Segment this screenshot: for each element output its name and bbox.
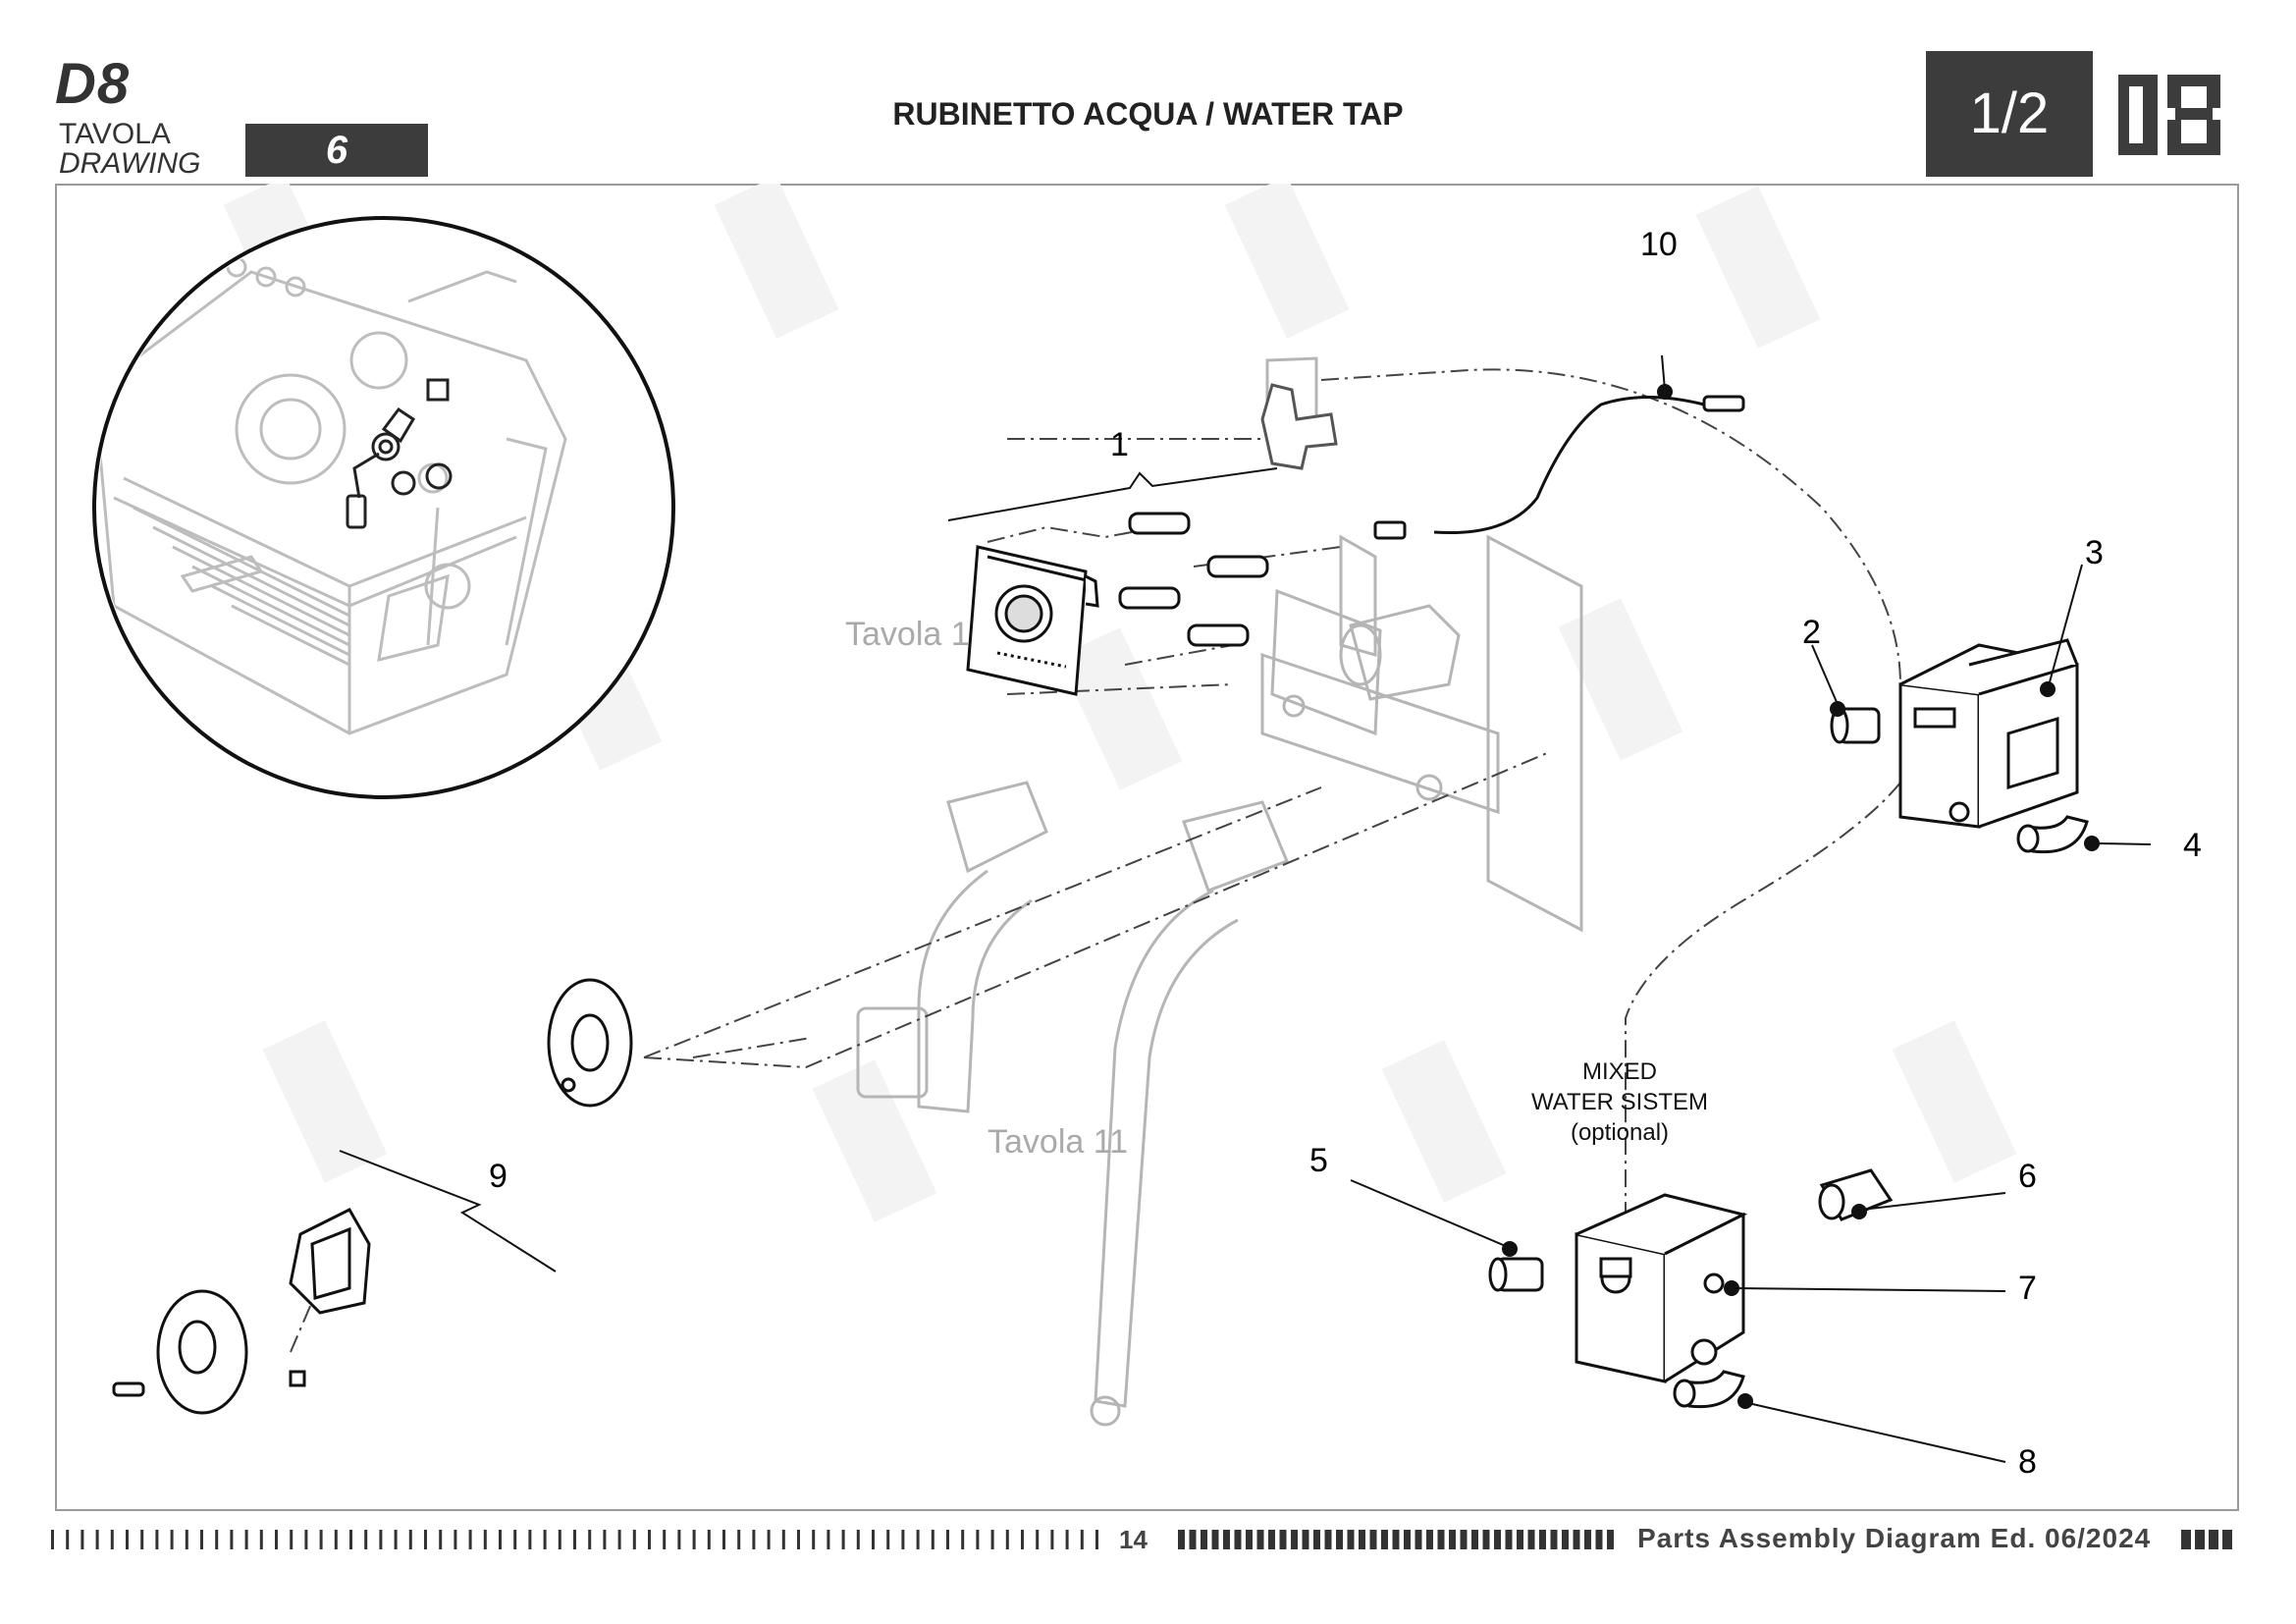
- part-5-fitting: [1488, 1257, 1544, 1292]
- footer-end-bar: [2181, 1530, 2232, 1549]
- part-1-control-board: [966, 545, 1099, 696]
- page-title: RUBINETTO ACQUA / WATER TAP: [892, 96, 1404, 132]
- tavola-11-reference-a: Tavola 11: [845, 616, 986, 653]
- edition-text: Parts Assembly Diagram Ed. 06/2024: [1637, 1523, 2152, 1553]
- part-10-sensor-cable: [1373, 395, 1745, 540]
- part-8-elbow-fitting: [1673, 1370, 1745, 1409]
- machine-detail-view: [92, 216, 675, 799]
- callout-5: 5: [1309, 1142, 1328, 1179]
- part-3-solenoid-valve: [1898, 638, 2079, 829]
- leader-dots: [1502, 384, 2100, 1409]
- part-6-hex-fitting: [1818, 1168, 1894, 1221]
- tavola-label: TAVOLA: [59, 118, 171, 150]
- drawing-number-badge: 6: [245, 124, 428, 177]
- leader-lines: [339, 354, 2152, 1463]
- callout-9: 9: [489, 1158, 507, 1195]
- part-9-knob-cap: [112, 1289, 306, 1415]
- drawing-label: DRAWING: [59, 147, 201, 180]
- mixed-water-label-line1: MIXED: [1582, 1058, 1657, 1085]
- callout-6: 6: [2018, 1158, 2037, 1195]
- model-name: D8: [55, 52, 131, 116]
- part-9-knob-front: [547, 978, 633, 1108]
- footer-tick-bar-right: [1178, 1530, 1614, 1549]
- part-1-connector-plugs: [1118, 512, 1269, 647]
- mounting-bracket: [1260, 383, 1338, 470]
- footer-tick-bar-left: [51, 1530, 1098, 1549]
- tavola-11-reference-b: Tavola 11: [988, 1123, 1128, 1161]
- callout-2: 2: [1802, 614, 1821, 651]
- part-9-knob-ring: [289, 1208, 371, 1315]
- part-4-elbow-fitting: [2016, 815, 2089, 854]
- exploded-parts-diagram: Tavola 11 Tavola 11: [92, 184, 2202, 1481]
- part-7-mixing-valve: [1575, 1193, 1748, 1383]
- callout-3: 3: [2085, 534, 2104, 571]
- d8-logo: [2118, 75, 2220, 155]
- reference-assembly-faded: [856, 356, 1583, 1427]
- page-indicator: 1/2: [1926, 51, 2093, 177]
- drawing-frame: [55, 184, 2239, 1511]
- callout-1: 1: [1110, 426, 1129, 463]
- callout-4: 4: [2183, 827, 2202, 864]
- callout-10: 10: [1640, 226, 1678, 263]
- mixed-water-label-line3: (optional): [1571, 1119, 1669, 1146]
- callout-7: 7: [2018, 1270, 2037, 1307]
- page-number: 14: [1119, 1525, 1148, 1554]
- mixed-water-label-line2: WATER SISTEM: [1531, 1089, 1708, 1115]
- assembly-guide-lines: [290, 368, 1901, 1353]
- callout-8: 8: [2018, 1443, 2037, 1481]
